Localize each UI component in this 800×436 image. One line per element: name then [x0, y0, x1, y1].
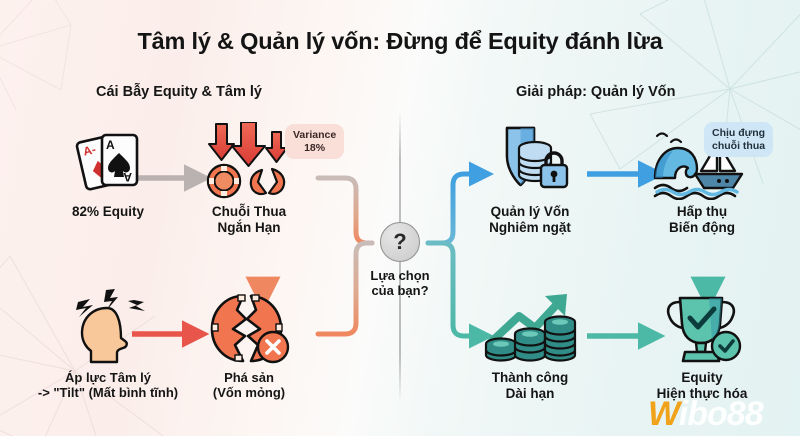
badge-endure-losing-streak: Chịu đựng chuỗi thua — [704, 122, 774, 158]
subtitle-left: Cái Bẫy Equity & Tâm lý — [96, 84, 262, 100]
node-equity-cards[interactable]: A- A A 82% Equity — [33, 122, 183, 220]
brand-watermark: Wibo88 — [648, 392, 798, 436]
svg-text:A: A — [123, 170, 132, 184]
decision-node[interactable]: ? Lựa chọn của bạn? — [362, 222, 438, 299]
svg-text:A: A — [106, 138, 115, 152]
stressed-head-icon — [33, 288, 183, 366]
badge-variance: Variance 18% — [285, 124, 345, 160]
question-mark-icon: ? — [380, 222, 420, 262]
node-bankruptcy[interactable]: Phá sản (Vốn mỏng) — [174, 288, 324, 400]
node-label: Phá sản (Vốn mỏng) — [212, 370, 286, 401]
node-realized-equity[interactable]: Equity Hiện thực hóa — [627, 288, 777, 401]
page-title: Tâm lý & Quản lý vốn: Đừng để Equity đán… — [137, 28, 663, 54]
node-label: Hấp thụ Biến động — [669, 204, 735, 235]
node-label: Quản lý Vốn Nghiêm ngặt — [489, 204, 571, 235]
boat-waves-icon — [627, 122, 777, 200]
svg-text:A-: A- — [82, 142, 97, 158]
node-bankroll-management[interactable]: Quản lý Vốn Nghiêm ngặt — [455, 122, 605, 235]
node-label: Thành công Dài hạn — [491, 370, 569, 401]
node-label: Equity Hiện thực hóa — [656, 370, 748, 401]
playing-cards-icon: A- A A — [33, 122, 183, 200]
trophy-check-icon — [627, 288, 777, 366]
shield-coins-lock-icon — [455, 122, 605, 200]
node-label: 82% Equity — [71, 204, 145, 219]
node-losing-streak[interactable]: Chuỗi Thua Ngắn Hạn — [174, 122, 324, 235]
watermark-text: ibo88 — [678, 395, 764, 433]
node-label: Chuỗi Thua Ngắn Hạn — [211, 204, 287, 235]
broken-chip-x-icon — [174, 288, 324, 366]
node-psych-pressure[interactable]: Áp lực Tâm lý -> "Tilt" (Mất bình tĩnh) — [33, 288, 183, 400]
subtitle-right: Giải pháp: Quản lý Vốn — [516, 84, 676, 100]
falling-chips-icon — [174, 122, 324, 200]
watermark-mark: W — [648, 395, 680, 433]
decision-label: Lựa chọn của bạn? — [370, 268, 430, 298]
node-label: Áp lực Tâm lý -> "Tilt" (Mất bình tĩnh) — [37, 370, 179, 401]
coins-growth-arrow-icon — [455, 288, 605, 366]
node-longterm-success[interactable]: Thành công Dài hạn — [455, 288, 605, 401]
node-absorb-variance[interactable]: Hấp thụ Biến động — [627, 122, 777, 235]
